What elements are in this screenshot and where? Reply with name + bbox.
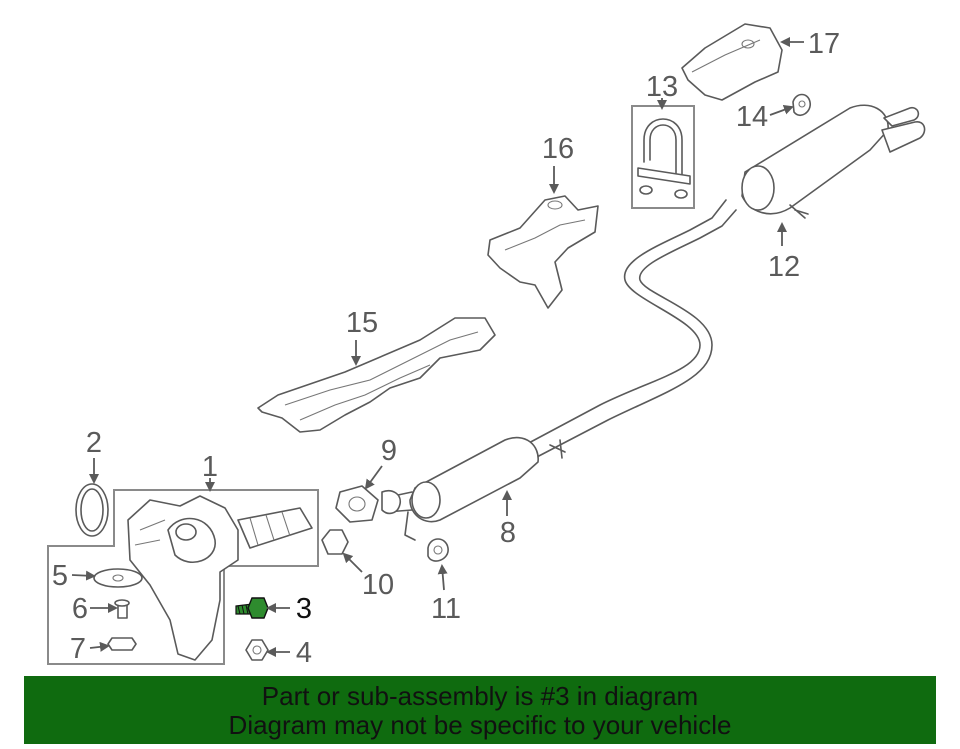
info-banner: Part or sub-assembly is #3 in diagram Di… xyxy=(24,676,936,744)
callout-2: 2 xyxy=(86,427,102,459)
callout-4: 4 xyxy=(296,637,312,669)
callout-5: 5 xyxy=(52,560,68,592)
hanger-part-11 xyxy=(427,538,449,562)
callout-10: 10 xyxy=(362,569,394,601)
callout-11: 11 xyxy=(431,593,461,625)
banner-line-1: Part or sub-assembly is #3 in diagram xyxy=(261,681,699,711)
exhaust-pipe xyxy=(524,199,737,459)
bolt-part-3 xyxy=(235,597,269,619)
callout-15: 15 xyxy=(346,307,378,339)
resonator-part-8 xyxy=(381,436,566,541)
callout-9: 9 xyxy=(381,435,397,467)
callout-16: 16 xyxy=(542,133,574,165)
callout-17: 17 xyxy=(808,28,840,60)
clamp-part-13 xyxy=(637,118,691,199)
muffler-part-12 xyxy=(741,104,926,219)
assembly-group-box xyxy=(47,489,319,665)
callout-12: 12 xyxy=(768,251,800,283)
nut-part-10 xyxy=(321,529,349,555)
catalytic-converter-part-1 xyxy=(127,495,313,661)
callout-7: 7 xyxy=(70,633,86,665)
heat-shield-part-16 xyxy=(487,195,599,309)
gasket-part-9 xyxy=(335,485,379,523)
gasket-part-2 xyxy=(75,483,109,537)
exhaust-parts-diagram: 1 2 3 4 5 6 7 8 9 10 11 12 13 14 15 16 1… xyxy=(47,23,926,669)
callout-1: 1 xyxy=(202,451,218,483)
banner-line-2: Diagram may not be specific to your vehi… xyxy=(228,710,732,740)
heat-shield-part-17 xyxy=(681,23,783,101)
callout-6: 6 xyxy=(72,593,88,625)
callout-8: 8 xyxy=(500,517,516,549)
callout-13: 13 xyxy=(646,71,678,103)
callout-arrows xyxy=(71,37,804,657)
nut-part-7 xyxy=(107,637,137,651)
nut-part-4 xyxy=(245,639,269,661)
hanger-part-14 xyxy=(792,93,811,117)
heat-shield-part-15 xyxy=(257,317,496,433)
gasket-part-5 xyxy=(93,568,143,588)
callout-14: 14 xyxy=(736,101,768,133)
callout-3: 3 xyxy=(296,593,312,625)
stud-part-6 xyxy=(114,599,130,619)
